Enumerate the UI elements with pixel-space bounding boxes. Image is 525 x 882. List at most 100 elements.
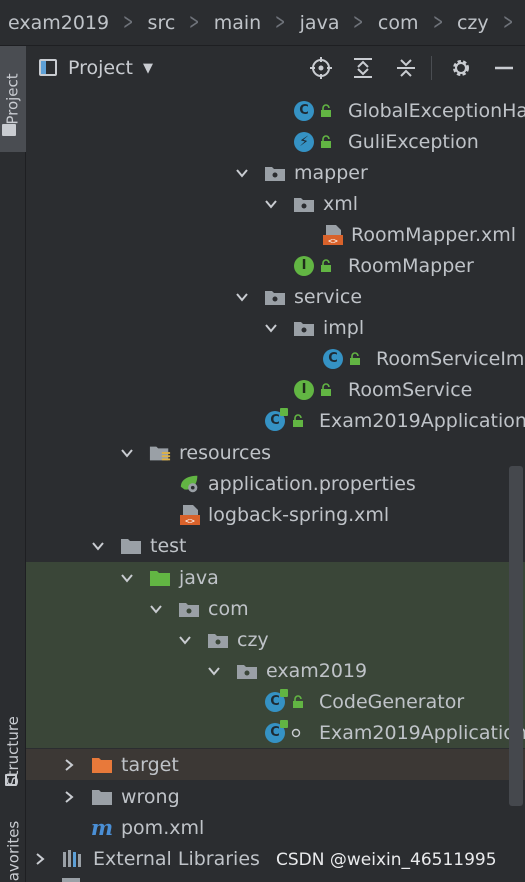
tree-item-class[interactable]: C GlobalExceptionHar [26, 95, 525, 126]
lock-open-icon [293, 414, 303, 427]
locate-icon[interactable] [309, 56, 333, 80]
tab-project[interactable]: Project [0, 46, 26, 152]
tree-item-label: RoomServiceImp [376, 347, 525, 370]
package-icon [293, 317, 315, 339]
breadcrumb-item[interactable]: exam2019 [8, 11, 110, 34]
tree-item-test-class[interactable]: C Exam2019ApplicationTe [26, 717, 525, 748]
tree-item-label: RoomMapper [348, 254, 474, 277]
chevron-down-icon[interactable] [91, 539, 105, 553]
chevron-right-icon: > [123, 10, 134, 35]
project-title[interactable]: Project [68, 57, 134, 79]
tab-structure[interactable]: Structure [0, 686, 26, 816]
collapse-all-icon[interactable] [394, 56, 418, 80]
tree-item-test-folder[interactable]: java [26, 562, 525, 593]
chevron-right-icon[interactable] [62, 758, 76, 772]
tree-item-file[interactable]: m pom.xml [26, 812, 525, 843]
spring-properties-icon [179, 473, 201, 495]
tool-window-strip: Project Structure avorites [0, 46, 26, 882]
tree-item-exception-class[interactable]: ⚡ GuliException [26, 126, 525, 157]
chevron-down-icon[interactable] [149, 602, 163, 616]
tree-item-package[interactable]: impl [26, 312, 525, 343]
interface-icon: I [293, 255, 315, 277]
excluded-folder-icon [91, 754, 113, 776]
lock-open-icon [350, 352, 360, 365]
watermark: CSDN @weixin_46511995 [276, 850, 497, 870]
tree-item-folder[interactable]: resources [26, 437, 525, 468]
tree-item-spring-class[interactable]: C Exam2019Application [26, 405, 525, 436]
tree-item-test-class[interactable]: C CodeGenerator [26, 686, 525, 717]
tree-item-label: logback-spring.xml [208, 503, 390, 526]
breadcrumb-item[interactable]: main [213, 11, 262, 34]
minimize-icon[interactable] [492, 56, 516, 80]
tree-item-label: External Libraries [93, 847, 260, 870]
tree-item-file[interactable]: application.properties [26, 468, 525, 499]
chevron-down-icon[interactable] [178, 633, 192, 647]
test-class-icon: C [264, 688, 288, 713]
tree-item-label: RoomMapper.xml [351, 223, 517, 246]
chevron-down-icon[interactable] [235, 290, 249, 304]
chevron-down-icon[interactable]: ▼ [143, 60, 154, 76]
divider [431, 56, 432, 80]
tree-item-package[interactable]: exam2019 [26, 655, 525, 686]
chevron-down-icon[interactable] [120, 571, 134, 585]
tree-item-class[interactable]: C RoomServiceImp [26, 343, 525, 374]
chevron-down-icon[interactable] [207, 664, 221, 678]
breadcrumb-item[interactable]: java [299, 11, 340, 34]
breadcrumb-item[interactable]: com [377, 11, 419, 34]
tab-project-label: Project [4, 73, 23, 125]
tree-item-package[interactable]: xml [26, 188, 525, 219]
chevron-down-icon[interactable] [264, 321, 278, 335]
package-icon [264, 286, 286, 308]
tree-item-label: test [150, 534, 187, 557]
lock-open-icon [321, 383, 331, 396]
package-icon [178, 598, 200, 620]
tree-item-folder[interactable]: wrong [26, 781, 525, 812]
package-icon [207, 629, 229, 651]
chevron-down-icon[interactable] [235, 166, 249, 180]
tree-item-file[interactable]: <> RoomMapper.xml [26, 219, 525, 250]
test-folder-icon [149, 567, 171, 589]
package-icon [264, 162, 286, 184]
tree-item-folder[interactable]: test [26, 530, 525, 561]
tree-item-package[interactable]: czy [26, 624, 525, 655]
chevron-right-icon[interactable] [62, 790, 76, 804]
chevron-right-icon: > [502, 10, 513, 35]
chevron-down-icon[interactable] [120, 446, 134, 460]
tree-item-partial [62, 878, 80, 882]
chevron-right-icon: > [353, 10, 364, 35]
tree-item-label: xml [323, 192, 359, 215]
tree-item-label: pom.xml [121, 816, 205, 839]
tree-item-interface[interactable]: I RoomService [26, 374, 525, 405]
tree-item-label: com [208, 597, 249, 620]
vertical-scrollbar[interactable] [509, 466, 523, 806]
lock-open-icon [321, 259, 331, 272]
chevron-down-icon[interactable] [264, 197, 278, 211]
breadcrumb-item[interactable]: czy [456, 11, 489, 34]
interface-icon: I [293, 379, 315, 401]
tab-favorites-label: avorites [4, 820, 23, 882]
folder-icon [91, 786, 113, 808]
tree-item-libraries[interactable]: External Libraries [26, 843, 525, 874]
tree-item-label: Exam2019ApplicationTe [319, 721, 525, 744]
tree-item-label: impl [323, 316, 365, 339]
tree-item-folder[interactable]: target [26, 749, 525, 780]
tree-item-package[interactable]: service [26, 281, 525, 312]
expand-all-icon[interactable] [351, 56, 375, 80]
tree-item-label: CodeGenerator [319, 690, 465, 713]
chevron-right-icon[interactable] [33, 852, 47, 866]
tree-item-package[interactable]: mapper [26, 157, 525, 188]
folder-icon [2, 124, 16, 136]
tab-favorites[interactable]: avorites [0, 816, 26, 882]
class-icon: C [293, 100, 315, 122]
breadcrumb: exam2019 > src > main > java > com > czy… [0, 0, 525, 46]
tree-item-package[interactable]: com [26, 593, 525, 624]
maven-icon: m [90, 814, 114, 840]
package-icon [236, 660, 258, 682]
tree-item-label: GlobalExceptionHar [348, 99, 525, 122]
tree-item-label: target [121, 753, 179, 776]
tree-item-label: resources [179, 441, 272, 464]
tree-item-file[interactable]: <> logback-spring.xml [26, 499, 525, 530]
breadcrumb-item[interactable]: src [147, 11, 176, 34]
gear-icon[interactable] [449, 56, 473, 80]
tree-item-interface[interactable]: I RoomMapper [26, 250, 525, 281]
